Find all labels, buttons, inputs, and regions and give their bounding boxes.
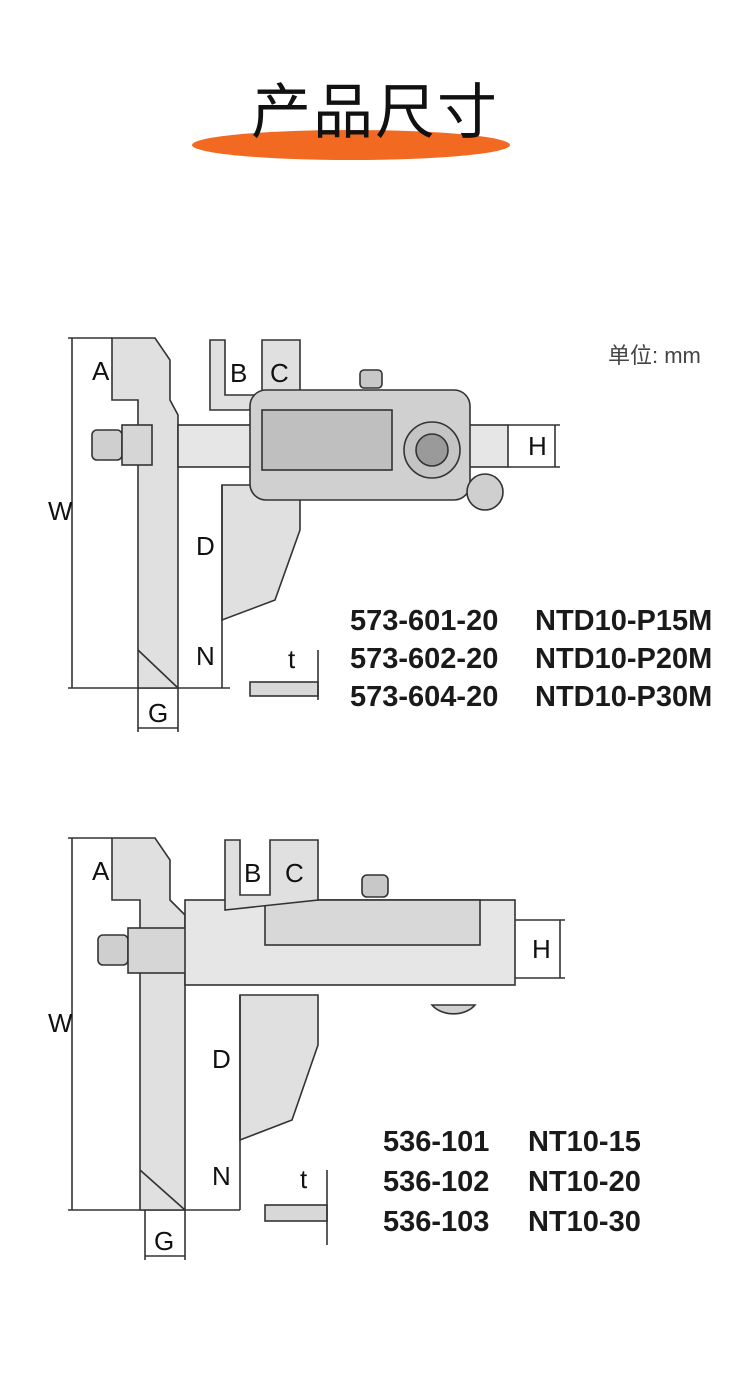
label-b: B <box>230 358 247 388</box>
label-t: t <box>288 644 296 674</box>
digital-caliper-drawing: A B C H W D N G t <box>48 337 560 732</box>
slider-upper-jaw <box>224 839 319 911</box>
model-row: 536-103 NT10-30 <box>383 1202 641 1242</box>
label-c: C <box>270 358 289 388</box>
label-a: A <box>92 356 110 386</box>
model-name: NTD10-P15M <box>535 604 713 637</box>
t-profile <box>264 1204 328 1222</box>
slider-lower-jaw <box>221 484 301 622</box>
fixed-jaw <box>111 337 179 689</box>
label-n: N <box>212 1161 231 1191</box>
model-row: 573-602-20 NTD10-P20M <box>350 640 712 678</box>
model-row: 573-604-20 NTD10-P30M <box>350 678 712 716</box>
label-h: H <box>532 934 551 964</box>
t-profile <box>249 681 319 697</box>
model-code: 573-604-20 <box>350 680 499 713</box>
thumb-wheel <box>430 1004 477 1015</box>
title-underline-ellipse <box>192 130 510 160</box>
label-w: W <box>48 1008 73 1038</box>
label-d: D <box>196 531 215 561</box>
label-g: G <box>154 1226 174 1256</box>
lcd-screen <box>261 409 393 471</box>
model-list-2: 536-101 NT10-15 536-102 NT10-20 536-103 … <box>383 1122 641 1242</box>
label-b: B <box>244 858 261 888</box>
vernier-caliper-drawing: A B C H W D N G t <box>48 837 565 1260</box>
vernier-caliper-diagram: A B C H W D N G t 536-101 NT10-15 536-10… <box>0 800 750 1280</box>
label-d: D <box>212 1044 231 1074</box>
label-c: C <box>285 858 304 888</box>
model-code: 536-102 <box>383 1165 490 1198</box>
label-h: H <box>528 431 547 461</box>
model-code: 573-601-20 <box>350 604 499 637</box>
model-row: 536-101 NT10-15 <box>383 1122 641 1162</box>
digital-caliper-diagram: A B C H W D N G t 573-601-20 NTD10-P15M … <box>0 300 750 760</box>
model-name: NT10-30 <box>528 1205 641 1238</box>
lock-knob-left <box>97 934 129 966</box>
model-list-1: 573-601-20 NTD10-P15M 573-602-20 NTD10-P… <box>350 602 712 716</box>
top-knob <box>361 874 389 898</box>
thumb-wheel <box>466 473 504 511</box>
model-name: NTD10-P30M <box>535 680 713 713</box>
label-n: N <box>196 641 215 671</box>
model-code: 536-101 <box>383 1125 490 1158</box>
label-t: t <box>300 1164 308 1194</box>
label-g: G <box>148 698 168 728</box>
model-name: NT10-20 <box>528 1165 641 1198</box>
model-code: 573-602-20 <box>350 642 499 675</box>
model-name: NT10-15 <box>528 1125 641 1158</box>
model-row: 573-601-20 NTD10-P15M <box>350 602 712 640</box>
label-a: A <box>92 856 110 886</box>
fixed-jaw <box>111 837 186 1211</box>
unit-label: 单位: mm <box>608 343 701 368</box>
label-w: W <box>48 496 73 526</box>
slider-lower-jaw <box>239 994 319 1142</box>
title-banner: 产品尺寸 <box>0 0 750 200</box>
top-knob <box>359 369 383 389</box>
lock-knob-left <box>91 429 123 461</box>
model-code: 536-103 <box>383 1205 490 1238</box>
page-title: 产品尺寸 <box>251 78 499 148</box>
model-row: 536-102 NT10-20 <box>383 1162 641 1202</box>
vernier-slider <box>264 899 481 946</box>
model-name: NTD10-P20M <box>535 642 713 675</box>
